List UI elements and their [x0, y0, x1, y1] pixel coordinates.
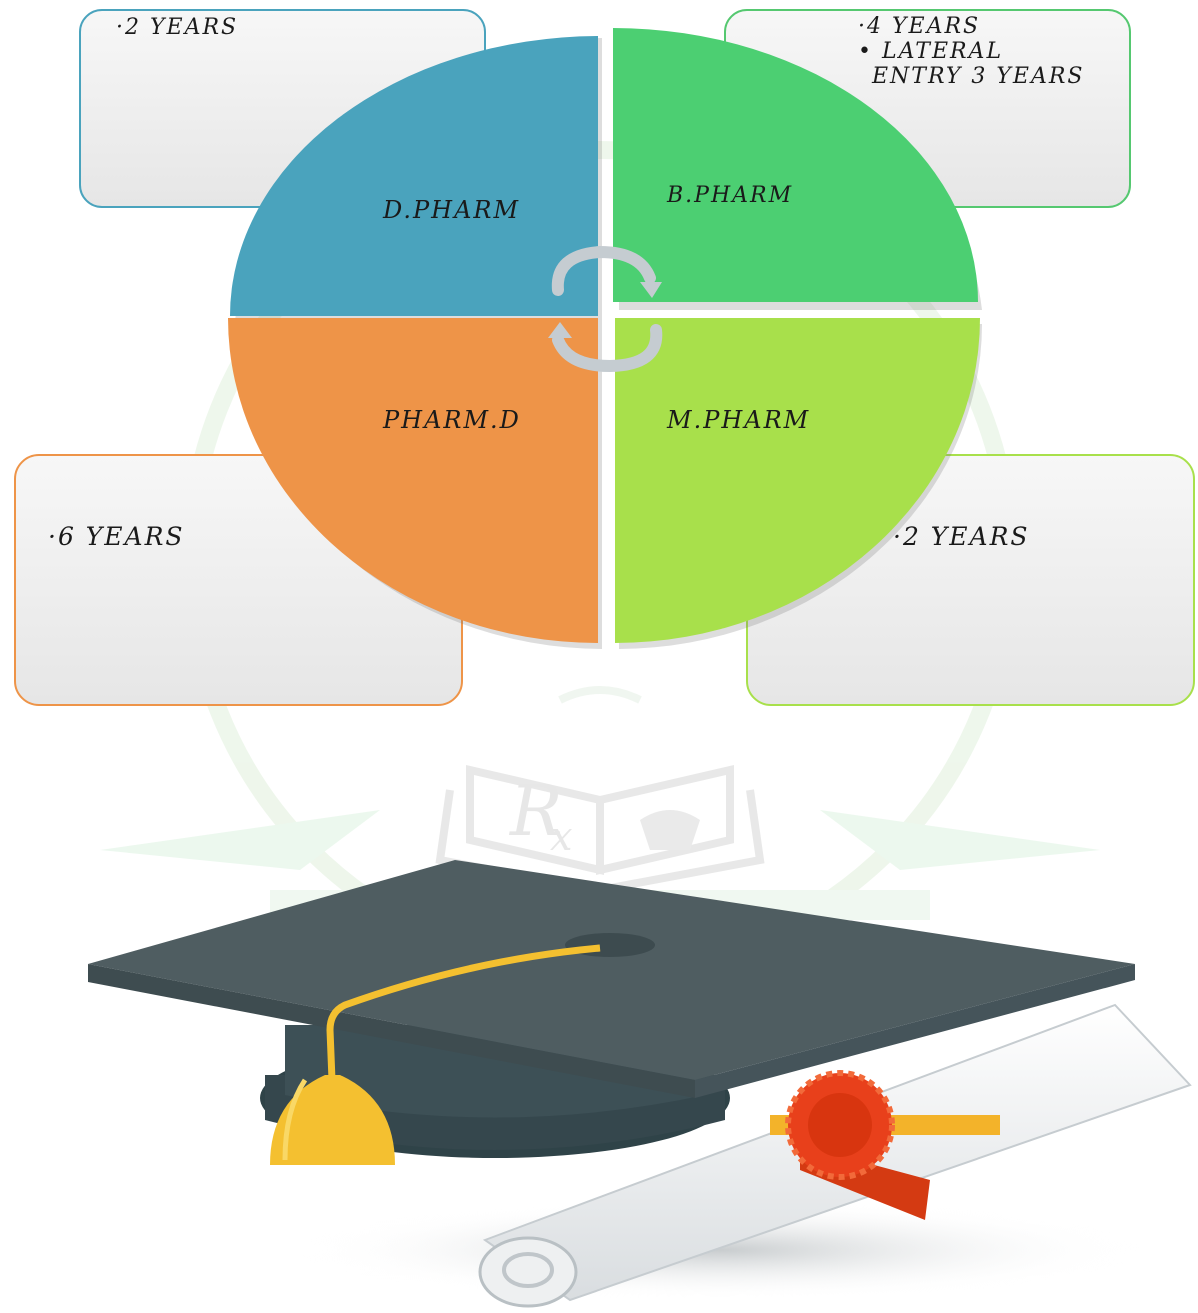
cycle-arrows-icon [548, 245, 663, 373]
detail-text-pharmd-0: ·6 YEARS [48, 522, 185, 551]
detail-text-bpharm-1: • LATERAL [858, 39, 1003, 64]
quadrant-label-mpharm: M.PHARM [666, 406, 810, 434]
quadrant-label-dpharm: D.PHARM [382, 196, 520, 224]
quadrant-bpharm [613, 28, 978, 302]
svg-text:R: R [508, 770, 563, 852]
detail-text-bpharm-2: ENTRY 3 YEARS [871, 64, 1084, 89]
detail-text-mpharm-0: ·2 YEARS [893, 522, 1030, 551]
quadrant-pharmd [228, 318, 598, 643]
diploma-scroll-icon [300, 1003, 1192, 1308]
quadrant-dpharm [230, 36, 598, 316]
quadrant-label-bpharm: B.PHARM [666, 183, 793, 208]
graduation-cap-icon [88, 860, 1135, 1165]
detail-text-dpharm-0: ·2 YEARS [116, 15, 238, 40]
quadrant-label-pharmd: PHARM.D [382, 406, 521, 434]
detail-text-bpharm-0: ·4 YEARS [858, 14, 980, 39]
svg-text:x: x [550, 814, 573, 860]
quadrant-mpharm [615, 318, 980, 643]
